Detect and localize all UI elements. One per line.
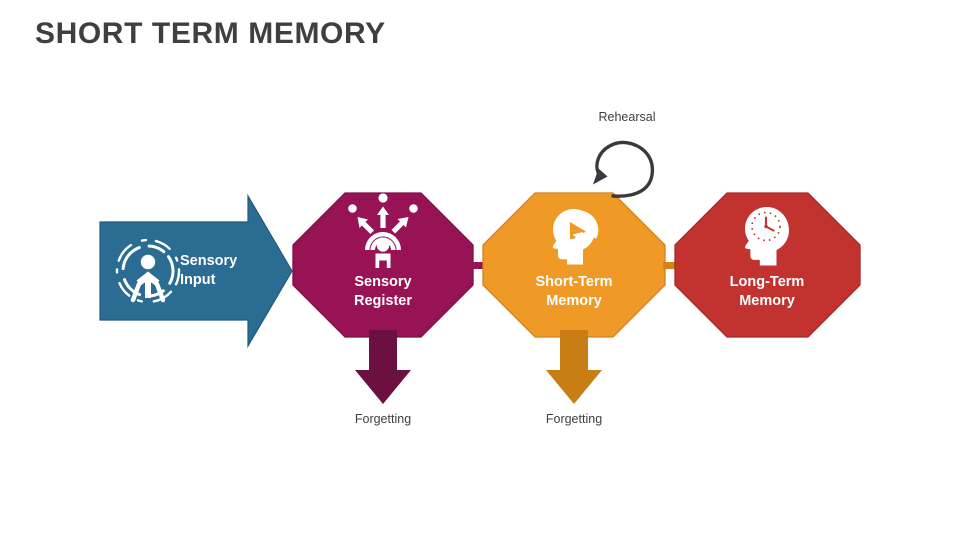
stage-long-term-memory[interactable] bbox=[674, 192, 861, 338]
rehearsal-label: Rehearsal bbox=[598, 110, 656, 124]
forgetting-arrow-short-term-memory bbox=[546, 330, 602, 404]
forgetting-label-sensory-register: Forgetting bbox=[354, 412, 412, 426]
person-in-rings-icon bbox=[115, 238, 181, 304]
sensory-input-arrow[interactable] bbox=[99, 193, 293, 349]
head-with-refresh-arrow-icon bbox=[552, 209, 599, 265]
stage-short-term-memory[interactable] bbox=[482, 192, 666, 404]
forgetting-arrow-sensory-register bbox=[355, 330, 411, 404]
stage-sensory-register[interactable] bbox=[292, 192, 474, 404]
forgetting-label-short-term-memory: Forgetting bbox=[545, 412, 603, 426]
page-title: SHORT TERM MEMORY bbox=[35, 17, 386, 50]
rehearsal-loop-arrow bbox=[593, 140, 654, 198]
head-with-clock-icon bbox=[744, 207, 789, 266]
person-with-signal-arcs-icon bbox=[348, 193, 418, 268]
sensory-input-label: Sensory Input bbox=[180, 253, 238, 288]
